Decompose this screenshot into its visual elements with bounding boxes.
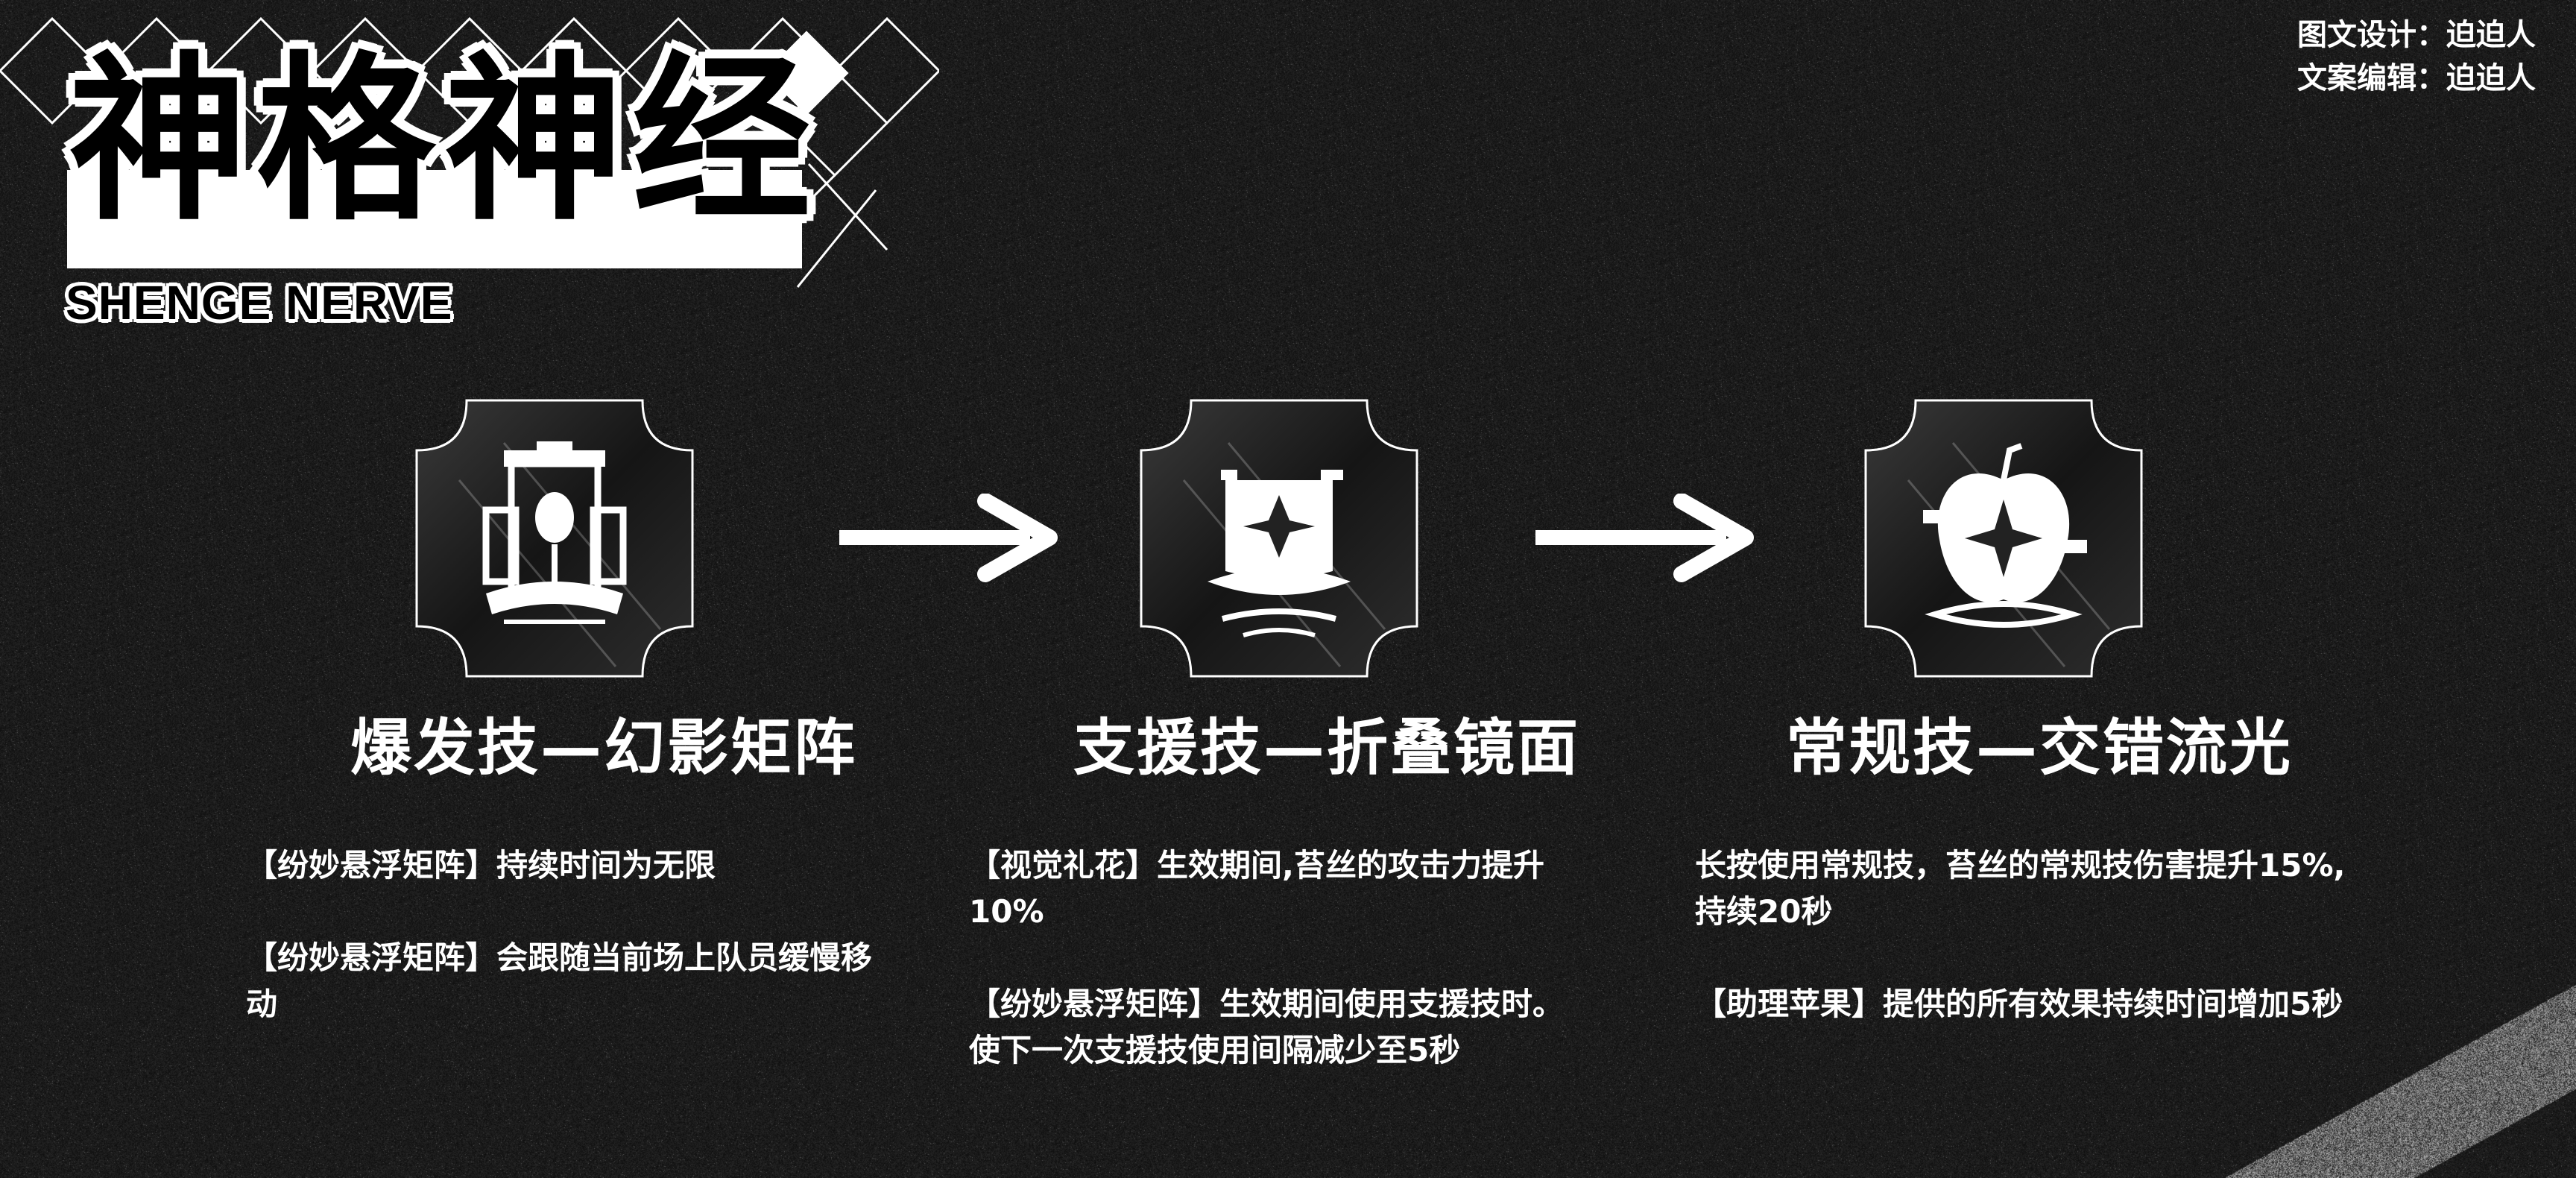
skill-effect-line: 【助理苹果】提供的所有效果持续时间增加5秒 <box>1695 986 2343 1022</box>
credit-design: 图文设计：迫迫人 <box>2297 18 2536 52</box>
credit-copy: 文案编辑：迫迫人 <box>2297 61 2536 95</box>
crossed-streamer-apple-icon <box>1863 398 2144 678</box>
skill-name: 支援技—折叠镜面 <box>1073 713 1580 784</box>
skill-card-support: 支援技—折叠镜面 【视觉礼花】生效期间,苔丝的攻击力提升10% 【纷妙悬浮矩阵】… <box>969 398 1685 1144</box>
folding-mirror-hat-icon <box>1139 398 1419 678</box>
skill-effect-line: 【纷妙悬浮矩阵】会跟随当前场上队员缓慢移动 <box>246 939 873 1022</box>
logo-title: 神格神经 <box>69 36 821 245</box>
phantom-matrix-icon <box>414 398 695 678</box>
skill-effect-line: 【视觉礼花】生效期间,苔丝的攻击力提升10% <box>969 847 1544 930</box>
skill-description: 【视觉礼花】生效期间,苔丝的攻击力提升10% 【纷妙悬浮矩阵】生效期间使用支援技… <box>969 842 1588 1120</box>
skill-card-basic: 常规技—交错流光 长按使用常规技，苔丝的常规技伤害提升15%,持续20秒 【助理… <box>1682 398 2397 1144</box>
skill-name: 爆发技—幻影矩阵 <box>350 713 857 784</box>
arrow-right-icon <box>1535 494 1754 582</box>
skill-card-burst: 爆发技—幻影矩阵 【纷妙悬浮矩阵】持续时间为无限 【纷妙悬浮矩阵】会跟随当前场上… <box>246 398 962 1144</box>
logo-subtitle: SHENGE NERVE <box>66 276 453 330</box>
logo-diamond-pattern <box>0 16 939 288</box>
logo: 神格神经 SHENGE NERVE <box>0 0 939 343</box>
skill-description: 长按使用常规技，苔丝的常规技伤害提升15%,持续20秒 【助理苹果】提供的所有效… <box>1695 842 2351 1074</box>
skill-effect-line: 【纷妙悬浮矩阵】持续时间为无限 <box>246 847 716 884</box>
logo-bar <box>67 170 802 268</box>
skill-name: 常规技—交错流光 <box>1785 713 2293 784</box>
skill-description: 【纷妙悬浮矩阵】持续时间为无限 【纷妙悬浮矩阵】会跟随当前场上队员缓慢移动 <box>246 842 902 1074</box>
arrow-right-icon <box>839 494 1058 582</box>
skill-effect-line: 长按使用常规技，苔丝的常规技伤害提升15%,持续20秒 <box>1695 847 2346 930</box>
skill-effect-line: 【纷妙悬浮矩阵】生效期间使用支援技时。使下一次支援技使用间隔减少至5秒 <box>969 986 1565 1068</box>
credits: 图文设计：迫迫人 文案编辑：迫迫人 <box>2297 13 2536 100</box>
